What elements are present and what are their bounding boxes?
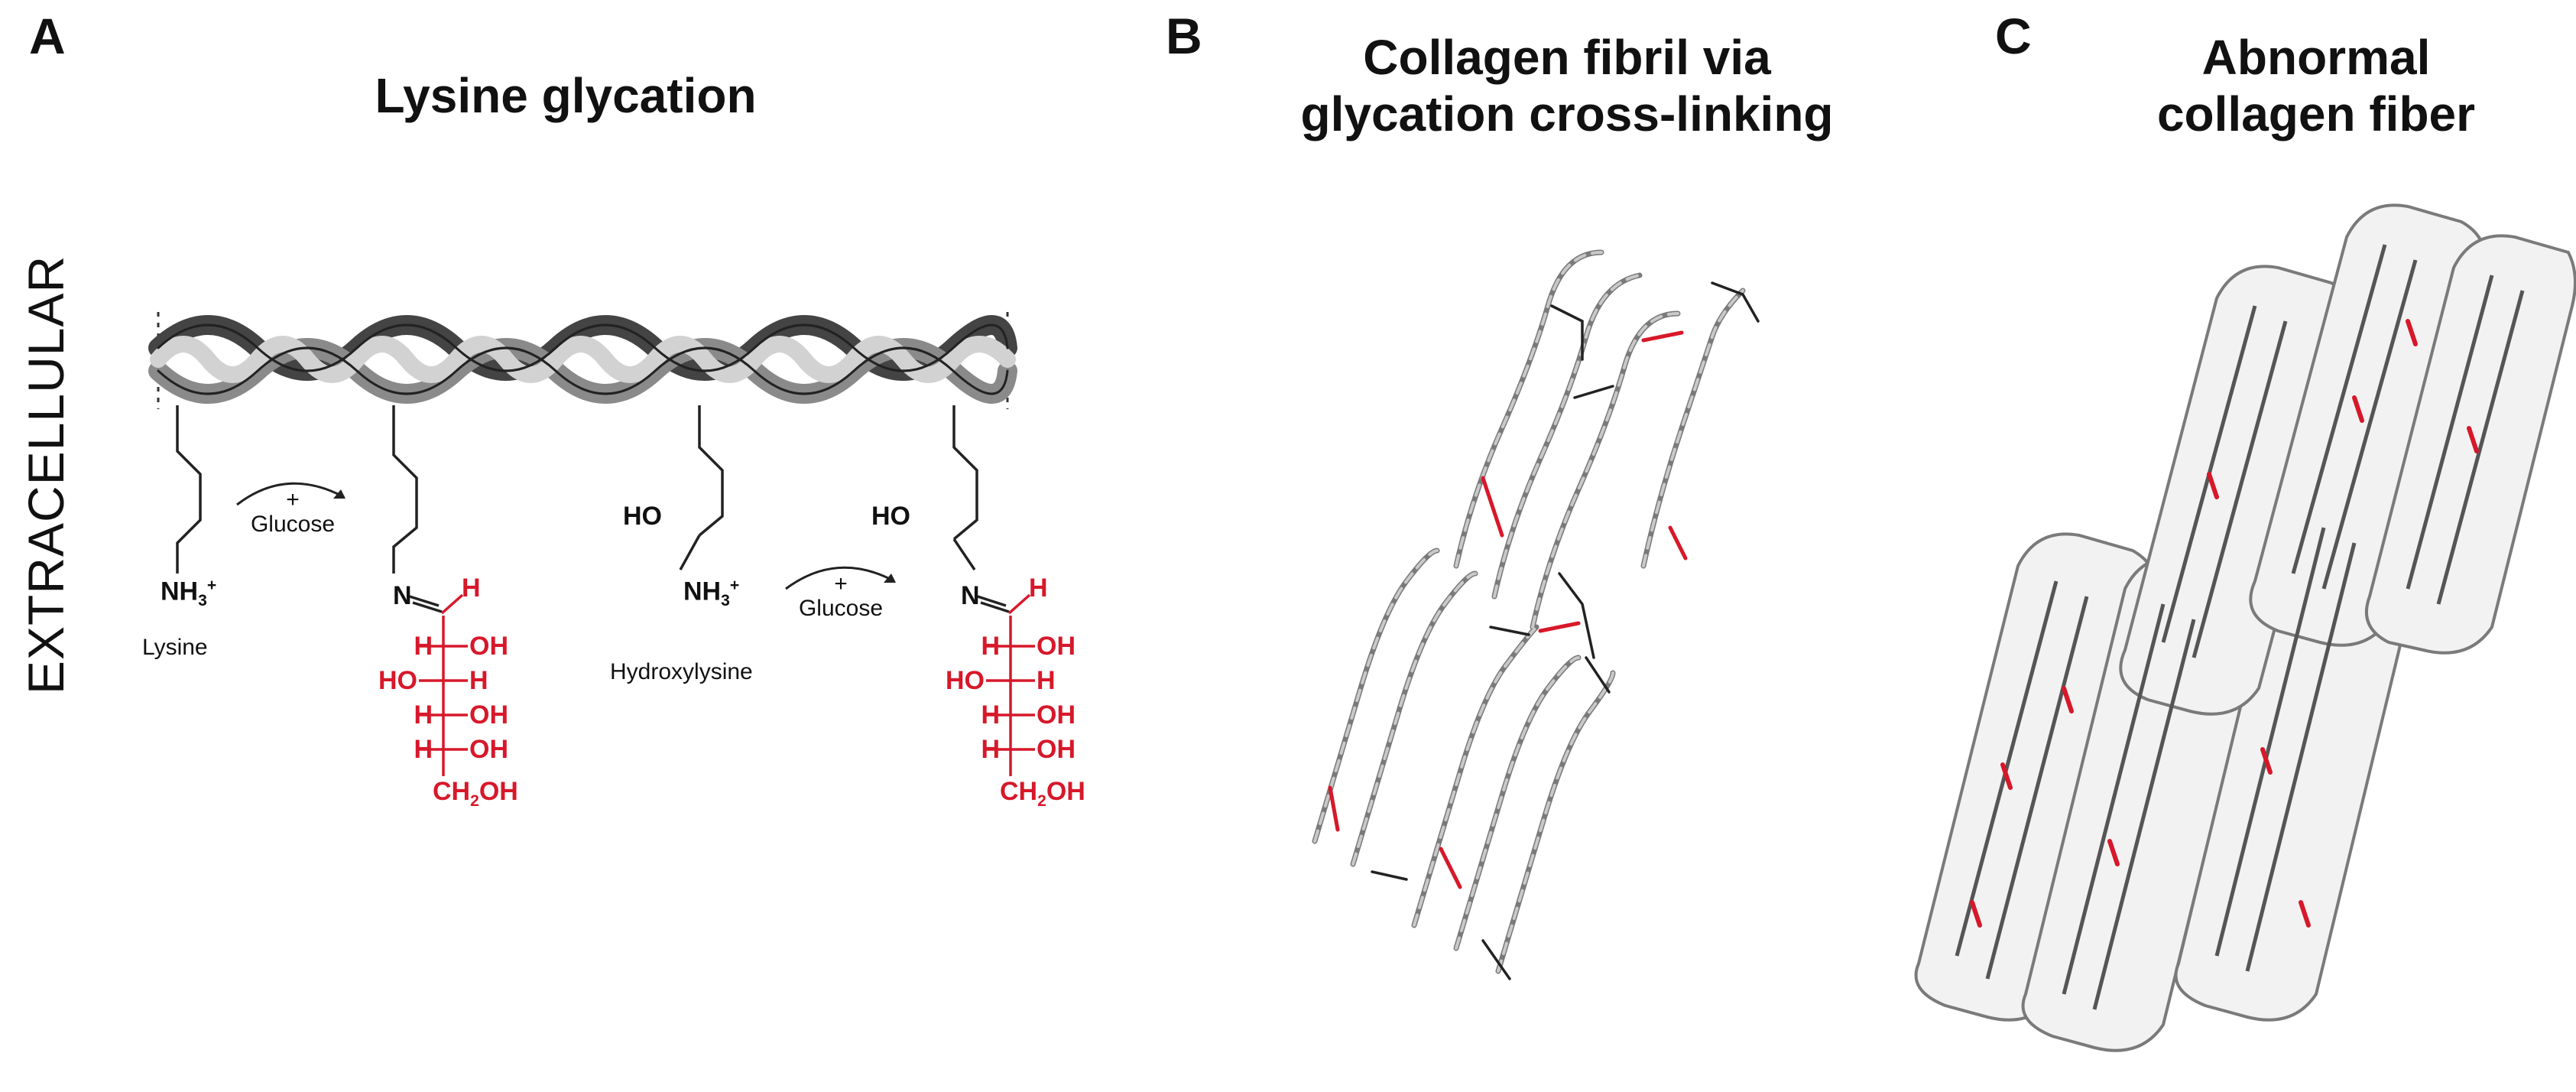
hydroxylysine-label: Hydroxylysine: [610, 659, 753, 684]
sugar-row-3-left: H: [414, 700, 433, 730]
panel-c-title: Abnormal collagen fiber: [2156, 30, 2476, 142]
sugar2-row-2-left: HO: [946, 666, 985, 695]
lysine-label: Lysine: [142, 635, 208, 660]
panel-b-title: Collagen fibril via glycation cross-link…: [1300, 30, 1834, 142]
sugar2-terminal: CH2OH: [1000, 777, 1085, 810]
fibril-strand: [1640, 288, 1746, 569]
sugar2-row-4-left: H: [981, 735, 1000, 764]
sugar-row-2-left: HO: [378, 666, 417, 695]
fibril-crosslinks-red: [1328, 330, 1688, 889]
glycated-hydroxylysine-hydroxyl: HO: [871, 502, 910, 531]
sugar-row-1-right: OH: [469, 632, 508, 661]
fibril-strand: [1495, 670, 1616, 974]
glycated-lysine-n: N: [393, 581, 412, 610]
collagen-fibril-drawing: [1312, 249, 1760, 980]
sugar-row-2-right: H: [469, 666, 488, 695]
glucose-label-2: +Glucose: [798, 571, 884, 621]
fibril-strand: [1350, 570, 1478, 867]
panel-a-letter: A: [29, 8, 66, 64]
glycated-hydroxylysine-h: H: [1029, 574, 1048, 603]
fibril-strand: [1491, 272, 1643, 600]
sugar-terminal: CH2OH: [433, 777, 518, 810]
sugar2-row-1-right: OH: [1037, 632, 1075, 661]
panel-c-letter: C: [1995, 8, 2032, 64]
hydroxylysine-hydroxyl: HO: [623, 502, 662, 531]
glycated-hydroxylysine-n: N: [961, 581, 980, 610]
hydroxylysine-amine: NH3+: [683, 577, 740, 610]
sugar2-row-3-right: OH: [1037, 700, 1075, 730]
sugar2-row-4-right: OH: [1037, 735, 1075, 764]
sugar2-row-1-left: H: [981, 632, 1000, 661]
fibril-crosslinks-black: [1371, 281, 1760, 980]
glucose-label-1: +Glucose: [250, 487, 336, 537]
sugar-row-4-right: OH: [469, 735, 508, 764]
arrow-heads: [333, 489, 896, 583]
sugar2-row-3-left: H: [981, 700, 1000, 730]
sugar2-row-2-right: H: [1037, 666, 1056, 695]
sugar-backbones: [419, 593, 1035, 776]
sugar-row-3-right: OH: [469, 700, 508, 730]
reaction-arrows: [236, 482, 895, 590]
imine-bonds: [409, 595, 1010, 613]
abnormal-collagen-fiber-drawing: [1914, 203, 2576, 1052]
lysine-amine: NH3+: [161, 577, 217, 610]
sugar-row-4-left: H: [414, 735, 433, 764]
panel-a-title: Lysine glycation: [375, 68, 757, 123]
collagen-triple-helix: [148, 315, 1017, 404]
sugar-row-1-left: H: [414, 632, 433, 661]
fibril-strand: [1530, 310, 1681, 630]
fibril-strand: [1453, 249, 1604, 569]
glycated-lysine-h: H: [462, 574, 481, 603]
panel-b-letter: B: [1166, 8, 1202, 64]
side-chains: [176, 405, 978, 574]
